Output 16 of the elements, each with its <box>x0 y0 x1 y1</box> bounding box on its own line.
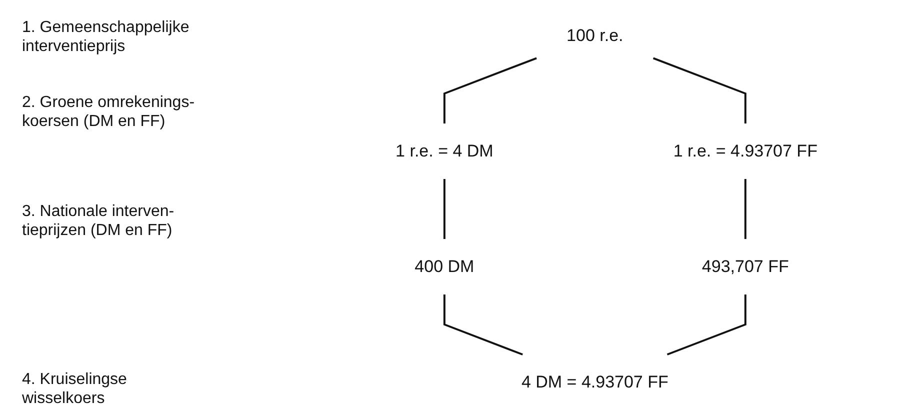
row-label: 2. Groene omrekenings- koersen (DM en FF) <box>22 93 196 131</box>
connector <box>443 294 523 356</box>
row-label: 4. Kruiselingse wisselkoers <box>22 370 128 408</box>
connector <box>443 179 446 239</box>
connector <box>666 294 746 356</box>
node-text: 1 r.e. = 4.93707 FF <box>673 142 818 160</box>
node-text: 4 DM = 4.93707 FF <box>521 372 668 392</box>
node-text: 493,707 FF <box>702 257 789 276</box>
connector <box>652 57 746 124</box>
connector <box>744 179 746 239</box>
node-text: 1 r.e. = 4 DM <box>396 142 494 160</box>
node-text: 100 r.e. <box>566 26 624 45</box>
row-label: 3. Nationale interven- tieprijzen (DM en FF) <box>22 202 176 240</box>
row-label: 1. Gemeenschappelijke interventieprijs <box>22 18 190 56</box>
node-text: 400 DM <box>414 257 474 276</box>
connector <box>443 57 537 124</box>
